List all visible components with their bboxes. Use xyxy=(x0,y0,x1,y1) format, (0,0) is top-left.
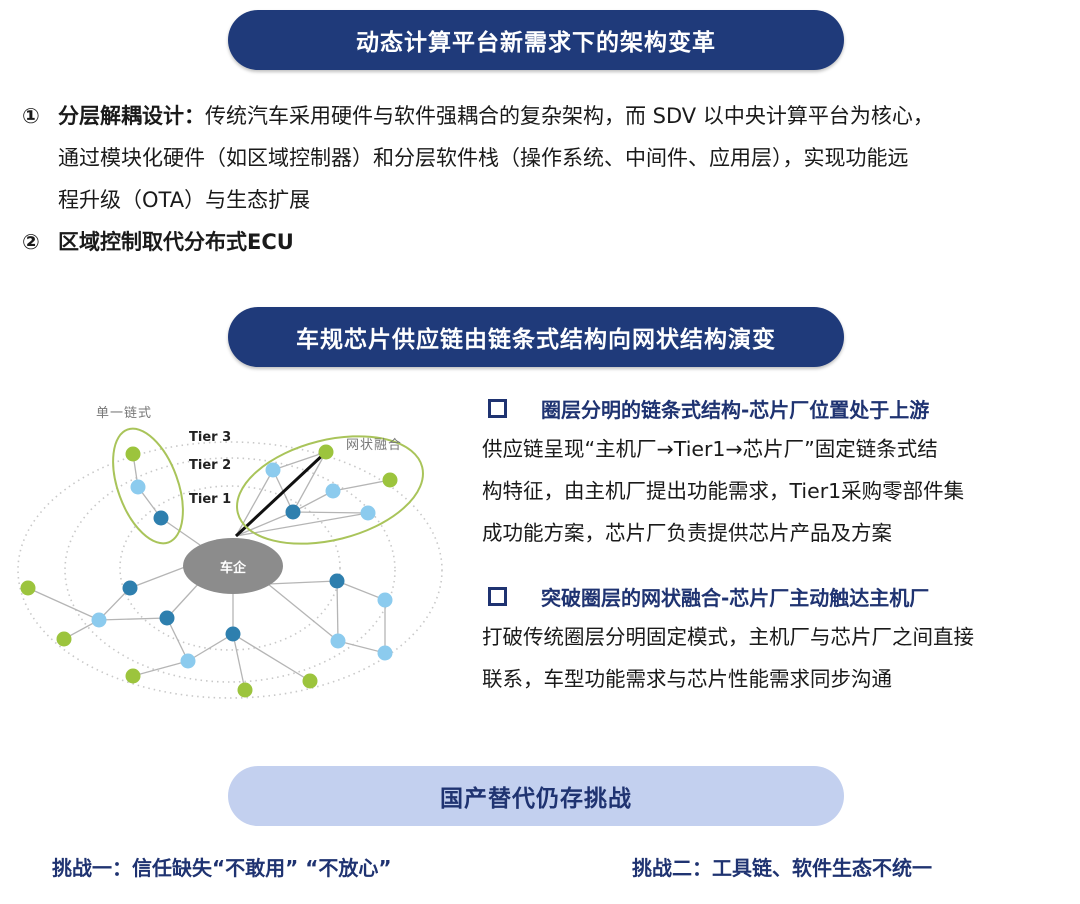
center-label: 车企 xyxy=(219,561,246,576)
chain-structure-line-1: 供应链呈现“主机厂→Tier1→芯片厂”固定链条式结 xyxy=(482,437,938,461)
automaker-center-node xyxy=(183,538,283,594)
section-title-supply-chain: 车规芯片供应链由链条式结构向网状结构演变 xyxy=(228,307,844,367)
tier1-nodes xyxy=(122,504,345,642)
supply-chain-network-diagram: 单一链式 网状融合 Tier 3 Tier 2 Tier 1 车企 xyxy=(0,390,460,720)
chain-structure-heading: 圈层分明的链条式结构-芯片厂位置处于上游 xyxy=(541,397,930,422)
section-title-architecture: 动态计算平台新需求下的架构变革 xyxy=(228,10,844,70)
supply-chain-explanations: 圈层分明的链条式结构-芯片厂位置处于上游 供应链呈现“主机厂→Tier1→芯片厂… xyxy=(482,388,1072,700)
tier3-label: Tier 3 xyxy=(189,430,232,445)
square-bullet-icon xyxy=(488,398,507,418)
challenge-1: 挑战一：信任缺失“不敢用” “不放心” xyxy=(52,856,392,880)
network-svg xyxy=(17,427,443,699)
architecture-points: ① 分层解耦设计：传统汽车采用硬件与软件强耦合的复杂架构，而 SDV 以中央计算… xyxy=(22,95,1062,263)
chain-structure-line-2: 构特征，由主机厂提出功能需求，Tier1采购零部件集 xyxy=(482,479,965,503)
mesh-group-outline xyxy=(236,435,424,545)
point-1-line-2: 通过模块化硬件（如区域控制器）和分层软件栈（操作系统、中间件、应用层），实现功能… xyxy=(58,146,909,170)
point-1: ① 分层解耦设计：传统汽车采用硬件与软件强耦合的复杂架构，而 SDV 以中央计算… xyxy=(22,95,1062,137)
direct-link-line xyxy=(234,450,328,538)
tier2-label: Tier 2 xyxy=(189,458,232,473)
point-2-marker: ② xyxy=(22,230,40,254)
mesh-structure-line-2: 联系，车型功能需求与芯片性能需求同步沟通 xyxy=(482,667,892,691)
section-title-challenges: 国产替代仍存挑战 xyxy=(228,766,844,826)
tier3-nodes xyxy=(20,444,398,698)
point-2-heading: 区域控制取代分布式ECU xyxy=(58,230,294,254)
chain-structure-block: 圈层分明的链条式结构-芯片厂位置处于上游 供应链呈现“主机厂→Tier1→芯片厂… xyxy=(482,388,1072,554)
mesh-structure-block: 突破圈层的网状融合-芯片厂主动触达主机厂 打破传统圈层分明固定模式，主机厂与芯片… xyxy=(482,576,1072,700)
mesh-structure-heading: 突破圈层的网状融合-芯片厂主动触达主机厂 xyxy=(541,585,930,610)
chain-label: 单一链式 xyxy=(96,406,153,421)
point-2: ② 区域控制取代分布式ECU xyxy=(22,221,1062,263)
point-1-line-3: 程升级（OTA）与生态扩展 xyxy=(58,188,311,212)
network-edges xyxy=(27,451,391,691)
point-1-heading: 分层解耦设计： xyxy=(58,104,205,128)
tier1-label: Tier 1 xyxy=(189,492,232,507)
point-1-marker: ① xyxy=(22,104,40,128)
mesh-structure-line-1: 打破传统圈层分明固定模式，主机厂与芯片厂之间直接 xyxy=(482,625,974,649)
mesh-label: 网状融合 xyxy=(346,438,403,453)
challenge-2: 挑战二：工具链、软件生态不统一 xyxy=(632,856,932,880)
square-bullet-icon xyxy=(488,586,507,606)
tier2-nodes xyxy=(91,462,393,669)
chain-group-outline xyxy=(112,427,184,545)
tier-rings xyxy=(17,441,443,699)
chain-structure-line-3: 成功能方案，芯片厂负责提供芯片产品及方案 xyxy=(482,521,892,545)
point-1-line-1: 传统汽车采用硬件与软件强耦合的复杂架构，而 SDV 以中央计算平台为核心， xyxy=(205,104,934,128)
